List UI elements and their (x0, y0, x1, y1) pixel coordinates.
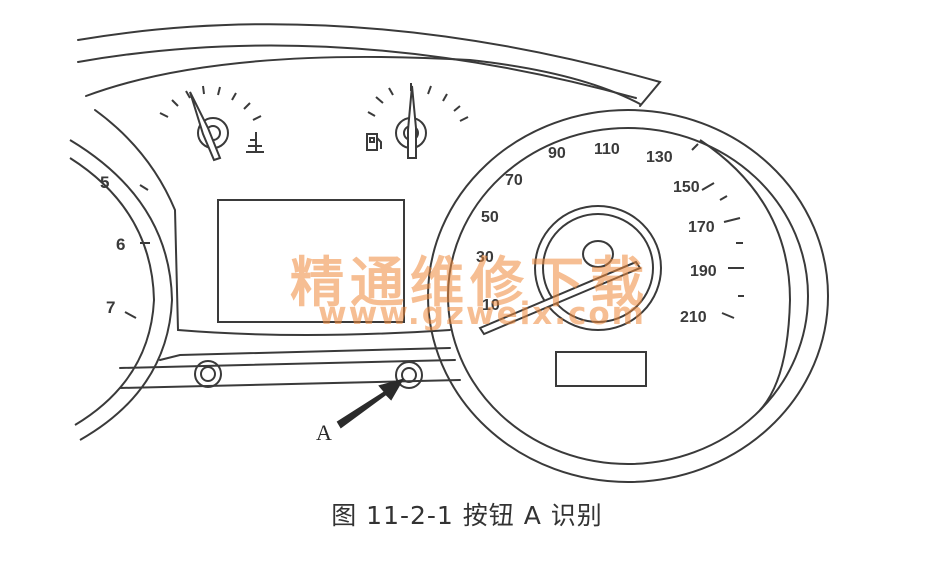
fuel-gauge-needle (407, 85, 417, 159)
dial-face-outline (85, 55, 641, 105)
bottom-rail (119, 359, 456, 369)
speed-tick-label: 110 (594, 141, 620, 158)
speed-tick-label: 10 (482, 297, 500, 314)
speedometer-bezel-inner (447, 127, 809, 465)
coolant-gauge-needle (189, 91, 222, 162)
speed-tick-label: 150 (673, 179, 700, 196)
watermark-url: www.gzweix.com (318, 296, 646, 332)
speed-tick-label: 90 (548, 145, 566, 162)
button-a[interactable] (395, 361, 423, 389)
speed-tick-label: 70 (505, 172, 523, 189)
speed-tick-label: 30 (476, 249, 494, 266)
figure-caption: 图 11-2-1 按钮 A 识别 (331, 501, 603, 530)
speed-tick-label: 170 (688, 219, 715, 236)
speedometer-center-hub-ring (534, 205, 662, 331)
callout-label-a: A (316, 420, 332, 445)
cluster-hood-inner (77, 44, 637, 99)
cluster-hood-outer (77, 23, 662, 107)
speed-tick-label: 50 (481, 209, 499, 226)
watermark-chinese: 精通维修下载 (290, 251, 650, 314)
callout-arrow (336, 378, 405, 429)
fuel-gauge (366, 83, 469, 159)
speedometer-needle (478, 260, 642, 336)
tachometer-tick-label: 5 (100, 173, 109, 192)
left-rail-button[interactable] (194, 360, 222, 388)
speedometer-logo (582, 240, 614, 268)
speedometer-bezel-outer (427, 109, 829, 483)
speed-tick-label: 190 (690, 263, 717, 280)
speedometer-tick-labels: 10 30 50 70 90 110 130 150 170 190 210 (476, 141, 717, 326)
speed-tick-label: 210 (680, 309, 707, 326)
coolant-gauge (159, 85, 264, 162)
odometer-display (555, 351, 647, 387)
tachometer-dial (69, 139, 174, 441)
rail-buttons (194, 360, 423, 389)
tachometer-tick-label: 7 (106, 298, 115, 317)
speed-tick-label: 130 (646, 149, 673, 166)
coolant-temperature-icon (246, 132, 264, 153)
center-display-screen (217, 199, 405, 323)
fuel-pump-icon (366, 133, 382, 151)
tachometer-tick-label: 6 (116, 235, 125, 254)
speedometer-dial (427, 109, 829, 483)
